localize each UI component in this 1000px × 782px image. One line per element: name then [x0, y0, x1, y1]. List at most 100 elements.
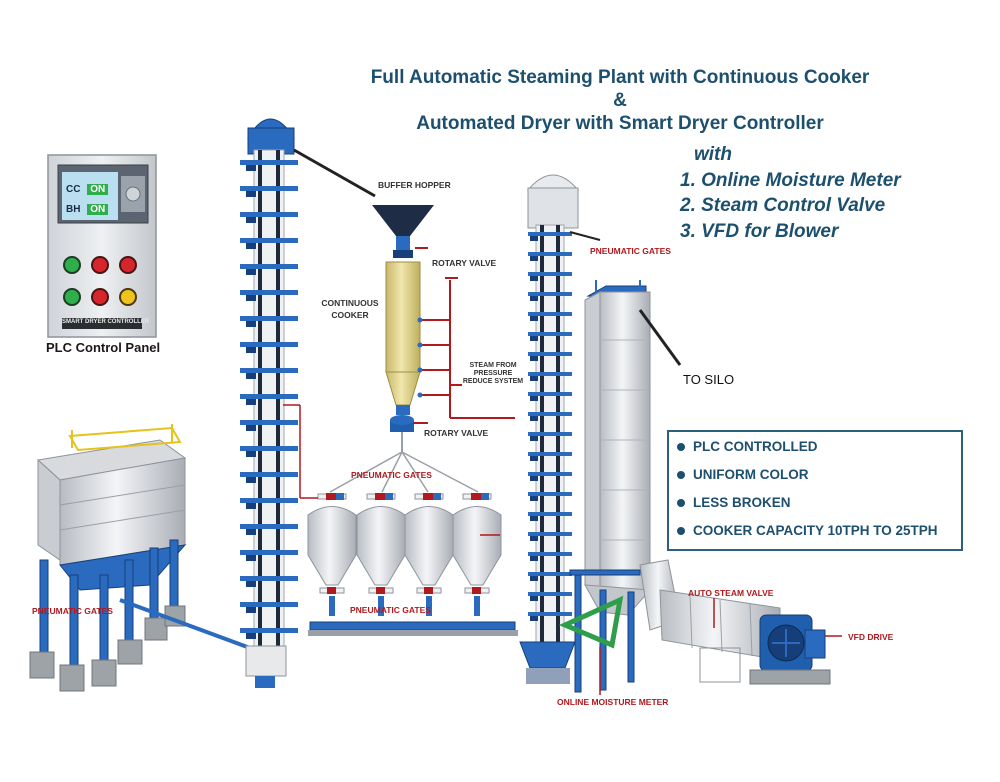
elevator-bucket — [240, 498, 298, 503]
elevator-bucket — [528, 272, 572, 276]
label-continuous-cooker-line2: COOKER — [331, 310, 369, 320]
benefits-box: PLC CONTROLLED UNIFORM COLOR LESS BROKEN… — [667, 430, 963, 551]
elevator-bucket — [528, 612, 572, 616]
benefit-text: PLC CONTROLLED — [693, 439, 818, 454]
bullet-icon — [677, 498, 685, 507]
label-continuous-cooker-line1: CONTINUOUS — [321, 298, 379, 308]
online-moisture-meter-frame — [558, 595, 624, 649]
steaming-tanks — [283, 404, 518, 636]
label-pneumatic-gates-left: PNEUMATIC GATES — [32, 606, 113, 616]
label-steam-line1: STEAM FROM — [469, 362, 517, 369]
elevator-bucket — [528, 392, 572, 396]
elevator-bucket — [528, 512, 572, 516]
label-pneumatic-gates-dryer: PNEUMATIC GATES — [590, 246, 671, 256]
label-buffer-hopper: BUFFER HOPPER — [378, 180, 451, 190]
blower-duct — [639, 559, 842, 685]
dryer-tower — [558, 280, 682, 695]
feature-item: 1. Online Moisture Meter — [680, 169, 901, 191]
bullet-icon — [677, 526, 685, 535]
benefit-text: LESS BROKEN — [693, 495, 791, 510]
benefit-text: UNIFORM COLOR — [693, 467, 809, 482]
elevator-bucket — [528, 532, 572, 536]
bucket-elevator-right — [519, 174, 601, 684]
green-button-icon — [63, 288, 81, 306]
label-to-silo: TO SILO — [683, 372, 735, 387]
benefit-item: COOKER CAPACITY 10TPH TO 25TPH — [677, 523, 938, 538]
elevator-bucket — [240, 368, 298, 373]
elevator-bucket — [240, 628, 298, 633]
elevator-bucket — [240, 238, 298, 243]
elevator-bucket — [240, 576, 298, 581]
benefit-text: COOKER CAPACITY 10TPH TO 25TPH — [693, 523, 938, 538]
benefit-item: UNIFORM COLOR — [677, 467, 809, 482]
steaming-tank — [356, 506, 406, 586]
elevator-bucket — [240, 472, 298, 477]
feature-item: 2. Steam Control Valve — [680, 195, 886, 216]
label-vfd-drive: VFD DRIVE — [848, 632, 894, 642]
plc-nameplate-text: SMART DRYER CONTROLLER — [62, 319, 150, 325]
elevator-bucket — [240, 446, 298, 451]
label-pneumatic-gates-bottom: PNEUMATIC GATES — [350, 605, 431, 615]
continuous-cooker — [372, 205, 515, 452]
elevator-bucket — [240, 602, 298, 607]
feature-item: 3. VFD for Blower — [680, 220, 839, 242]
elevator-bucket — [528, 232, 572, 236]
elevator-bucket — [528, 372, 572, 376]
elevator-bucket — [240, 316, 298, 321]
elevator-bucket — [528, 552, 572, 556]
label-rotary-valve-top: ROTARY VALVE — [432, 258, 497, 268]
title-line-1: Full Automatic Steaming Plant with Conti… — [370, 67, 870, 88]
features-intro: with — [694, 144, 732, 165]
elevator-bucket — [240, 290, 298, 295]
yellow-button-icon — [119, 288, 137, 306]
elevator-bucket — [528, 312, 572, 316]
elevator-bucket — [528, 412, 572, 416]
elevator-bucket — [528, 432, 572, 436]
bullet-icon — [677, 470, 685, 479]
elevator-bucket — [528, 252, 572, 256]
elevator-bucket — [240, 524, 298, 529]
elevator-bucket — [240, 160, 298, 165]
nameplate — [62, 318, 142, 329]
label-steam-line2: PRESSURE — [473, 370, 513, 377]
elevator-bucket — [528, 452, 572, 456]
elevator-bucket — [528, 572, 572, 576]
bullet-icon — [677, 442, 685, 451]
elevator-bucket — [240, 264, 298, 269]
plc-screen-text: CC ON BH ON — [66, 180, 109, 220]
elevator-bucket — [240, 212, 298, 217]
label-pneumatic-gates-top: PNEUMATIC GATES — [351, 470, 432, 480]
title-line-2: & — [613, 90, 627, 111]
label-steam-source: STEAM FROM PRESSURE REDUCE SYSTEM — [462, 362, 524, 386]
left-storage-bin — [29, 424, 251, 692]
elevator-bucket — [528, 292, 572, 296]
elevator-bucket — [528, 492, 572, 496]
screen-code: CC — [66, 184, 81, 195]
elevator-bucket — [240, 420, 298, 425]
elevator-bucket — [528, 332, 572, 336]
red-button-icon — [91, 288, 109, 306]
plc-caption: PLC Control Panel — [46, 340, 161, 355]
diagram-title: Full Automatic Steaming Plant with Conti… — [250, 66, 990, 135]
elevator-bucket — [240, 394, 298, 399]
label-auto-steam-valve: AUTO STEAM VALVE — [688, 588, 774, 598]
screen-code: BH — [66, 204, 81, 215]
steaming-tank — [452, 506, 502, 586]
features-list: with 1. Online Moisture Meter 2. Steam C… — [680, 142, 901, 244]
label-rotary-valve-bottom: ROTARY VALVE — [424, 428, 489, 438]
red-button-icon — [91, 256, 109, 274]
bucket-elevator-left — [240, 118, 376, 688]
title-line-3: Automated Dryer with Smart Dryer Control… — [416, 113, 824, 134]
screen-state: ON — [87, 204, 109, 215]
elevator-bucket — [528, 352, 572, 356]
elevator-bucket — [240, 550, 298, 555]
green-button-icon — [63, 256, 81, 274]
benefit-item: PLC CONTROLLED — [677, 439, 818, 454]
steaming-tank — [404, 506, 454, 586]
elevator-bucket — [528, 472, 572, 476]
label-continuous-cooker: CONTINUOUS COOKER — [318, 298, 382, 320]
screen-state: ON — [87, 184, 109, 195]
elevator-bucket — [528, 592, 572, 596]
benefit-item: LESS BROKEN — [677, 495, 791, 510]
